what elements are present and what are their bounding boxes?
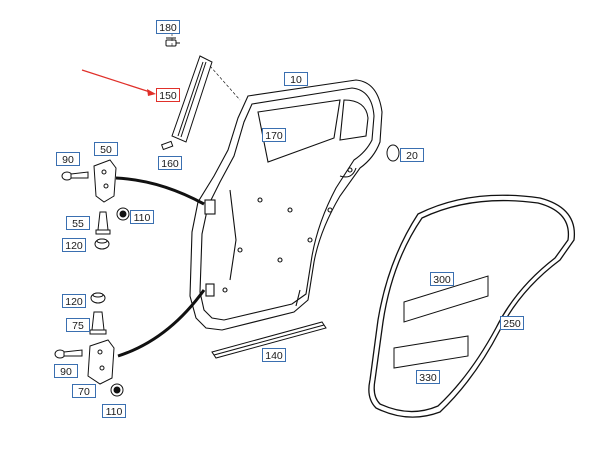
callout-150[interactable]: 150	[156, 88, 180, 102]
part-110-nut-lower[interactable]	[110, 383, 124, 397]
part-55-hinge-pin[interactable]	[95, 211, 111, 235]
part-20-plug[interactable]	[386, 144, 400, 162]
part-160-clip[interactable]	[160, 140, 174, 151]
part-90-bolt-upper[interactable]	[61, 171, 89, 181]
part-70-lower-hinge[interactable]	[87, 339, 115, 385]
callout-330[interactable]: 330	[416, 370, 440, 384]
callout-180[interactable]: 180	[156, 20, 180, 34]
part-10-door-shell[interactable]	[189, 79, 383, 331]
callout-140[interactable]: 140	[262, 348, 286, 362]
part-50-upper-hinge[interactable]	[93, 159, 117, 203]
callout-90-upper[interactable]: 90	[56, 152, 80, 166]
part-180-screw[interactable]	[165, 37, 180, 47]
part-330-pad[interactable]	[393, 335, 469, 369]
callout-110-upper[interactable]: 110	[130, 210, 154, 224]
callout-50[interactable]: 50	[94, 142, 118, 156]
lower-hinge-leader	[117, 289, 206, 358]
part-75-hinge-pin[interactable]	[89, 311, 107, 335]
callout-75[interactable]: 75	[66, 318, 90, 332]
part-250-door-seal[interactable]	[368, 194, 576, 418]
callout-10[interactable]: 10	[284, 72, 308, 86]
callout-120-lower[interactable]: 120	[62, 294, 86, 308]
callout-170[interactable]: 170	[262, 128, 286, 142]
part-120-bushing-upper[interactable]	[94, 238, 110, 250]
part-150-window-channel[interactable]	[171, 55, 213, 143]
upper-hinge-leader	[115, 176, 205, 206]
callout-70[interactable]: 70	[72, 384, 96, 398]
callout-55[interactable]: 55	[66, 216, 90, 230]
callout-110-lower[interactable]: 110	[102, 404, 126, 418]
callout-250[interactable]: 250	[500, 316, 524, 330]
part-120-bushing-lower[interactable]	[90, 292, 106, 304]
callout-160[interactable]: 160	[158, 156, 182, 170]
callout-300[interactable]: 300	[430, 272, 454, 286]
part-90-bolt-lower[interactable]	[54, 349, 83, 359]
callout-20[interactable]: 20	[400, 148, 424, 162]
part-300-pad[interactable]	[403, 275, 489, 323]
callout-120-upper[interactable]: 120	[62, 238, 86, 252]
callout-90-lower[interactable]: 90	[54, 364, 78, 378]
part-140-sill-trim[interactable]	[211, 321, 327, 359]
pointer-arrow	[81, 69, 156, 96]
part-110-nut-upper[interactable]	[116, 207, 130, 221]
